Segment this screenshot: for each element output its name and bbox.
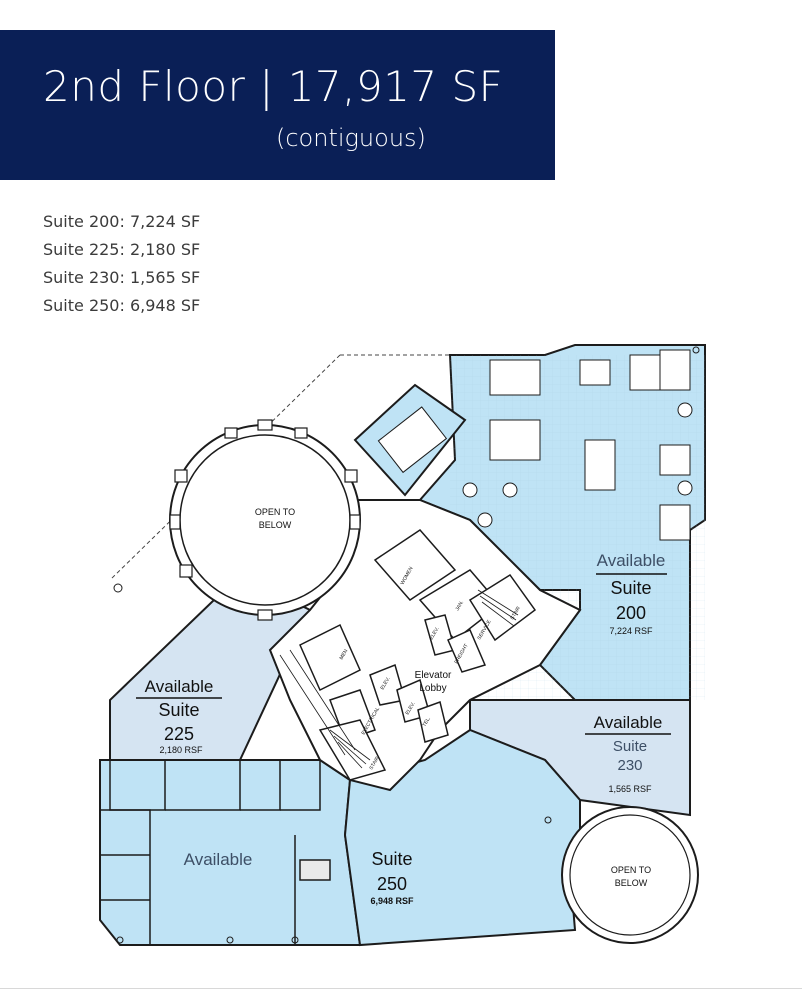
lobby-label-1: Elevator [415, 670, 452, 681]
suite-list-item: Suite 230: 1,565 SF [43, 268, 201, 287]
suite-200-number: 200 [616, 603, 646, 623]
bottom-offices [100, 760, 331, 945]
furniture [377, 349, 693, 541]
open-bottom-label-1: OPEN TO [611, 865, 651, 875]
suite-225-available: Available [145, 677, 214, 696]
suite-250-available: Available [184, 850, 253, 869]
suite-200-name: Suite [610, 578, 651, 598]
suite-225-name: Suite [158, 700, 199, 720]
suite-230-name: Suite [613, 738, 647, 755]
core-men-label: MEN [339, 648, 350, 661]
core-tel-label: TEL. [422, 716, 432, 728]
suite-250-rsf: 6,948 RSF [370, 896, 414, 906]
suite-230-available: Available [594, 713, 663, 732]
suite-200-available: Available [597, 551, 666, 570]
open-bottom-label-2: BELOW [615, 878, 648, 888]
suite-225-number: 225 [164, 724, 194, 744]
stair-marks [279, 589, 519, 769]
terrace-outline [109, 354, 450, 581]
suite-list: Suite 200: 7,224 SF Suite 225: 2,180 SF … [43, 208, 200, 320]
header-banner [0, 30, 555, 180]
core-rooms [299, 529, 537, 781]
lobby-label-2: Lobby [419, 683, 446, 694]
page-subtitle: (contiguous) [276, 124, 426, 152]
rotunda-bottom [561, 806, 699, 944]
suite-list-item: Suite 225: 2,180 SF [43, 240, 201, 259]
suite-250-name: Suite [371, 849, 412, 869]
suite-250-number: 250 [377, 874, 407, 894]
open-top-label-1: OPEN TO [255, 507, 295, 517]
suite-list-item: Suite 200: 7,224 SF [43, 212, 201, 231]
suite-200-rsf: 7,224 RSF [609, 626, 653, 636]
footer-divider [0, 988, 802, 989]
rotunda-top [169, 419, 361, 621]
suite-230-number: 230 [617, 757, 642, 774]
page-title: 2nd Floor | 17,917 SF [43, 62, 504, 111]
suite-225-rsf: 2,180 RSF [159, 745, 203, 755]
open-top-label-2: BELOW [259, 520, 292, 530]
suite-230-rsf: 1,565 RSF [608, 784, 652, 794]
columns [113, 346, 700, 944]
suite-list-item: Suite 250: 6,948 SF [43, 296, 201, 315]
core-jan-label: JAN. [455, 600, 466, 612]
